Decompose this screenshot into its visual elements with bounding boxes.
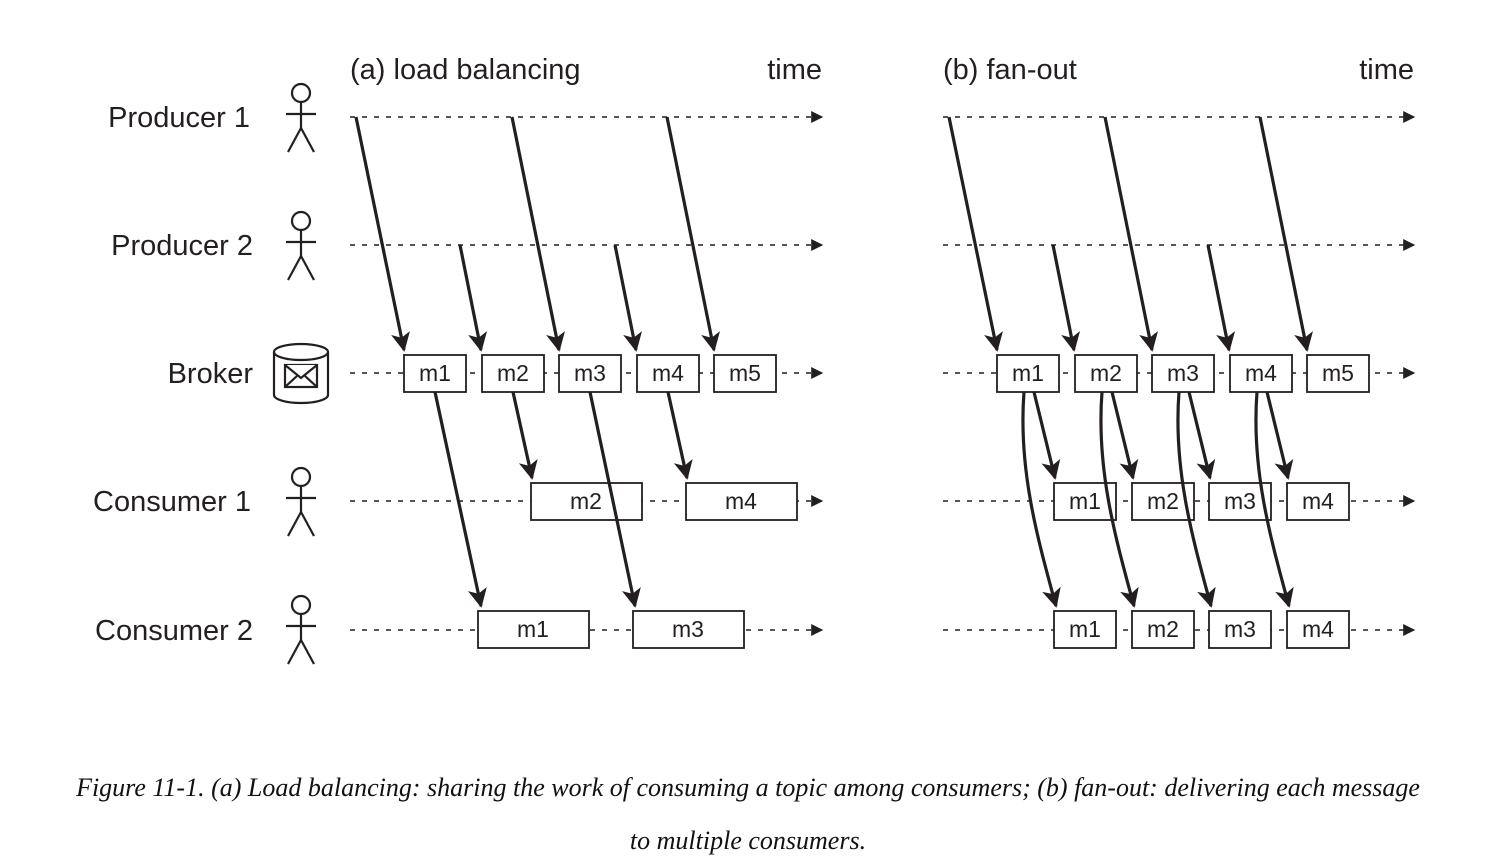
arrow-m2-c1: [1110, 391, 1139, 480]
panel-a-load-balancing: m1 m2 m3 m4 m5 m2: [350, 111, 824, 649]
producer1-person-icon: [286, 82, 316, 153]
arrow-p1-m5: [665, 116, 720, 352]
panel-b-fan-out: m1 m2 m3 m4 m5 m1: [943, 111, 1416, 649]
figure-caption-line1: Figure 11-1. (a) Load balancing: sharing…: [76, 773, 1420, 802]
message-box: m2: [1131, 610, 1195, 649]
producer2-person-icon: [286, 210, 316, 281]
panel-b-arrows: [947, 116, 1313, 608]
consumer1-label: Consumer 1: [93, 486, 251, 518]
message-box: m4: [636, 354, 700, 393]
message-label: m4: [1245, 360, 1277, 386]
message-label: m1: [1012, 360, 1044, 386]
message-box: m2: [530, 482, 643, 521]
consumer1-person-icon: [286, 466, 316, 537]
message-box: m3: [1151, 354, 1215, 393]
message-box: m2: [481, 354, 545, 393]
message-label: m1: [419, 360, 451, 386]
arrow-m1-c2: [1021, 391, 1061, 608]
message-box: m1: [1053, 610, 1117, 649]
message-label: m3: [574, 360, 606, 386]
message-box: m3: [632, 610, 745, 649]
message-box: m4: [1286, 482, 1350, 521]
message-box: m1: [996, 354, 1060, 393]
producer2-label: Producer 2: [111, 230, 253, 262]
arrow-m3-c2: [588, 391, 641, 608]
panel-a-consumer2-messages: m1 m3: [477, 610, 745, 649]
message-label: m2: [1147, 488, 1179, 514]
message-label: m5: [1322, 360, 1354, 386]
message-label: m1: [517, 616, 549, 642]
message-box: m4: [1286, 610, 1350, 649]
message-label: m3: [672, 616, 704, 642]
arrow-m2-c2: [1099, 391, 1139, 608]
panel-a-broker-messages: m1 m2 m3 m4 m5: [403, 354, 777, 393]
message-box: m5: [1306, 354, 1370, 393]
message-box: m4: [1229, 354, 1293, 393]
message-box: m1: [477, 610, 590, 649]
arrow-m2-c1: [511, 391, 538, 480]
message-box: m2: [1074, 354, 1138, 393]
consumer2-label: Consumer 2: [95, 615, 253, 647]
message-box: m4: [685, 482, 798, 521]
arrow-m3-c1: [1187, 391, 1216, 480]
arrow-m1-c1: [1032, 391, 1061, 480]
message-box: m3: [1208, 610, 1272, 649]
panel-a-time-label: time: [767, 54, 822, 86]
consumer2-person-icon: [286, 594, 316, 665]
arrow-p1-m1: [354, 116, 410, 352]
message-box: m3: [558, 354, 622, 393]
message-label: m4: [652, 360, 684, 386]
panel-b-broker-messages: m1 m2 m3 m4 m5: [996, 354, 1370, 393]
arrow-m1-c2: [433, 391, 487, 608]
panel-a-title: (a) load balancing: [350, 54, 581, 86]
message-label: m1: [1069, 616, 1101, 642]
message-label: m4: [1302, 488, 1334, 514]
producer1-label: Producer 1: [108, 102, 250, 134]
broker-database-icon: [272, 342, 330, 405]
arrow-m4-c1: [666, 391, 693, 480]
panel-a-consumer1-messages: m2 m4: [530, 482, 798, 521]
message-box: m1: [403, 354, 467, 393]
arrow-p2-m4: [613, 244, 643, 352]
panel-b-title: (b) fan-out: [943, 54, 1077, 86]
panel-a-arrows: [354, 116, 720, 608]
arrow-p1-m1: [947, 116, 1003, 352]
arrow-p1-m5: [1258, 116, 1313, 352]
message-label: m2: [497, 360, 529, 386]
panel-b-consumer1-messages: m1 m2 m3 m4: [1053, 482, 1350, 521]
arrow-p2-m2: [458, 244, 488, 352]
arrow-p1-m3: [510, 116, 565, 352]
panel-b-time-label: time: [1359, 54, 1414, 86]
arrow-m4-c1: [1265, 391, 1294, 480]
arrow-p1-m3: [1103, 116, 1158, 352]
message-label: m3: [1224, 616, 1256, 642]
figure-caption-line2: to multiple consumers.: [629, 826, 867, 855]
broker-label: Broker: [168, 358, 254, 390]
message-label: m1: [1069, 488, 1101, 514]
message-label: m2: [1147, 616, 1179, 642]
message-box: m3: [1208, 482, 1272, 521]
panel-b-consumer2-messages: m1 m2 m3 m4: [1053, 610, 1350, 649]
message-label: m4: [1302, 616, 1334, 642]
message-label: m2: [1090, 360, 1122, 386]
message-label: m3: [1224, 488, 1256, 514]
message-box: m5: [713, 354, 777, 393]
arrow-m3-c2: [1176, 391, 1216, 608]
message-label: m3: [1167, 360, 1199, 386]
arrow-p2-m4: [1206, 244, 1236, 352]
message-label: m4: [725, 488, 757, 514]
arrow-m4-c2: [1254, 391, 1294, 608]
arrow-p2-m2: [1051, 244, 1081, 352]
message-label: m2: [570, 488, 602, 514]
message-label: m5: [729, 360, 761, 386]
